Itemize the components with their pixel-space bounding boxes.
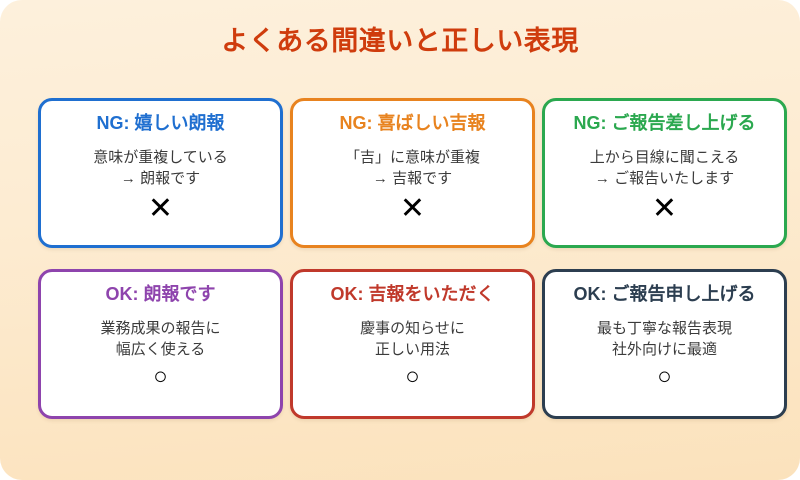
- comparison-card-grid: NG: 嬉しい朗報 意味が重複している → 朗報です ✕ NG: 喜ばしい吉報 …: [38, 98, 788, 419]
- cross-mark-icon: ✕: [147, 192, 174, 226]
- card-ng-ureshii-rouhou: NG: 嬉しい朗報 意味が重複している → 朗報です ✕: [38, 98, 283, 248]
- card-heading: NG: 嬉しい朗報: [96, 113, 225, 133]
- card-body-line-2: → ご報告いたします: [594, 170, 735, 188]
- card-body-line-2: 幅広く使える: [115, 341, 206, 359]
- page-title: よくある間違いと正しい表現: [221, 26, 579, 56]
- card-ok-rouhou-desu: OK: 朗報です 業務成果の報告に 幅広く使える ○: [38, 269, 283, 419]
- card-heading: NG: ご報告差し上げる: [573, 113, 756, 133]
- card-body-line-1: 最も丁寧な報告表現: [596, 319, 732, 337]
- card-body: 業務成果の報告に 幅広く使える: [100, 318, 220, 362]
- cross-mark-icon: ✕: [651, 192, 678, 226]
- card-body-line-2: 正しい用法: [374, 341, 450, 359]
- circle-mark-icon: ○: [153, 363, 168, 391]
- card-body-line-1: 上から目線に聞こえる: [589, 148, 740, 166]
- card-heading: OK: 吉報をいただく: [330, 284, 495, 304]
- card-body: 意味が重複している → 朗報です: [93, 147, 228, 191]
- card-heading: OK: 朗報です: [105, 284, 216, 304]
- card-ok-kippou-wo-itadaku: OK: 吉報をいただく 慶事の知らせに 正しい用法 ○: [290, 269, 535, 419]
- card-body-line-2: 社外向けに最適: [611, 341, 717, 359]
- card-body-line-1: 「吉」に意味が重複: [344, 148, 480, 166]
- card-ok-gohoukoku-moushiageru: OK: ご報告申し上げる 最も丁寧な報告表現 社外向けに最適 ○: [542, 269, 787, 419]
- card-body-line-1: 意味が重複している: [93, 148, 228, 166]
- cross-mark-icon: ✕: [399, 192, 426, 226]
- card-heading: NG: 喜ばしい吉報: [339, 113, 486, 133]
- card-heading: OK: ご報告申し上げる: [573, 284, 756, 304]
- card-body: 上から目線に聞こえる → ご報告いたします: [590, 147, 740, 191]
- card-body: 慶事の知らせに 正しい用法: [360, 318, 465, 362]
- card-body: 「吉」に意味が重複 → 吉報です: [345, 147, 480, 191]
- circle-mark-icon: ○: [657, 363, 672, 391]
- card-body-line-2: → 吉報です: [372, 170, 453, 188]
- card-ng-gohoukoku-sashiageru: NG: ご報告差し上げる 上から目線に聞こえる → ご報告いたします ✕: [542, 98, 787, 248]
- circle-mark-icon: ○: [405, 363, 420, 391]
- card-body-line-1: 慶事の知らせに: [360, 319, 465, 337]
- card-body: 最も丁寧な報告表現 社外向けに最適: [597, 318, 732, 362]
- card-ng-yorokobashii-kippou: NG: 喜ばしい吉報 「吉」に意味が重複 → 吉報です ✕: [290, 98, 535, 248]
- card-body-line-2: → 朗報です: [120, 170, 201, 188]
- card-body-line-1: 業務成果の報告に: [100, 319, 221, 337]
